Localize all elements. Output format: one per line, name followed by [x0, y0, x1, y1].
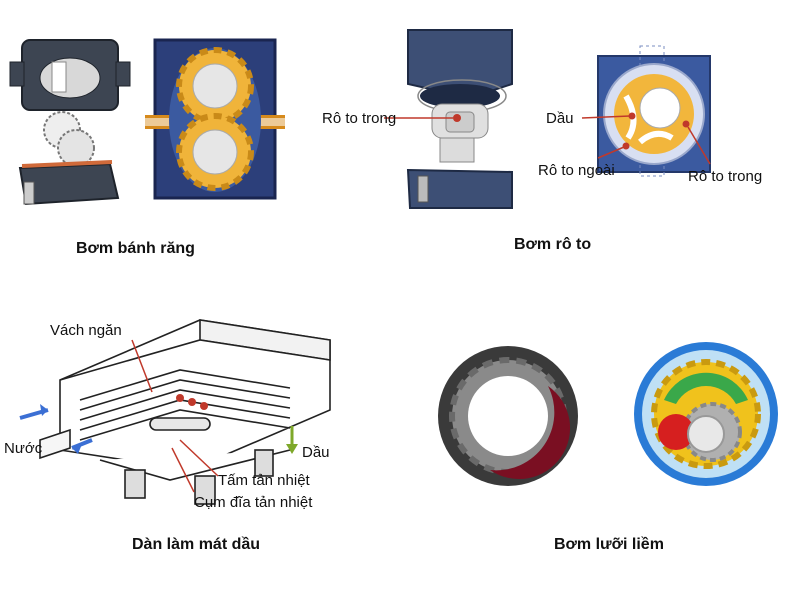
rotor-pump-caption: Bơm rô to	[514, 236, 592, 253]
oil-cooler-arrows	[19, 339, 298, 493]
crescent-pump-color-view	[634, 342, 778, 486]
crescent-pump-dark-view	[438, 346, 578, 486]
gear-pump-exploded-view	[9, 39, 131, 206]
rotor-inner-label-left: Rô to trong	[322, 110, 397, 127]
gear-pump-caption: Bơm bánh răng	[76, 240, 195, 257]
cooler-fin-label: Tấm tản nhiệt	[218, 472, 310, 489]
rotor-oil-label: Dầu	[546, 110, 574, 127]
cooler-disc-stack-label: Cụm đĩa tản nhiệt	[194, 494, 313, 511]
rotor-pump-exploded-view	[384, 29, 513, 209]
crescent-pump-caption: Bơm lưỡi liềm	[554, 536, 664, 553]
rotor-pump-cross-section	[581, 45, 711, 177]
cooler-partition-label: Vách ngăn	[50, 322, 122, 339]
rotor-outer-label: Rô to ngoài	[538, 162, 615, 179]
cooler-water-label: Nước	[4, 440, 43, 457]
rotor-inner-label-right: Rô to trong	[688, 168, 763, 185]
oil-cooler-drawing	[39, 319, 331, 505]
oil-cooler-caption: Dàn làm mát dầu	[132, 536, 261, 553]
cooler-oil-label: Dầu	[302, 444, 330, 461]
gear-pump-cross-section	[145, 38, 285, 200]
